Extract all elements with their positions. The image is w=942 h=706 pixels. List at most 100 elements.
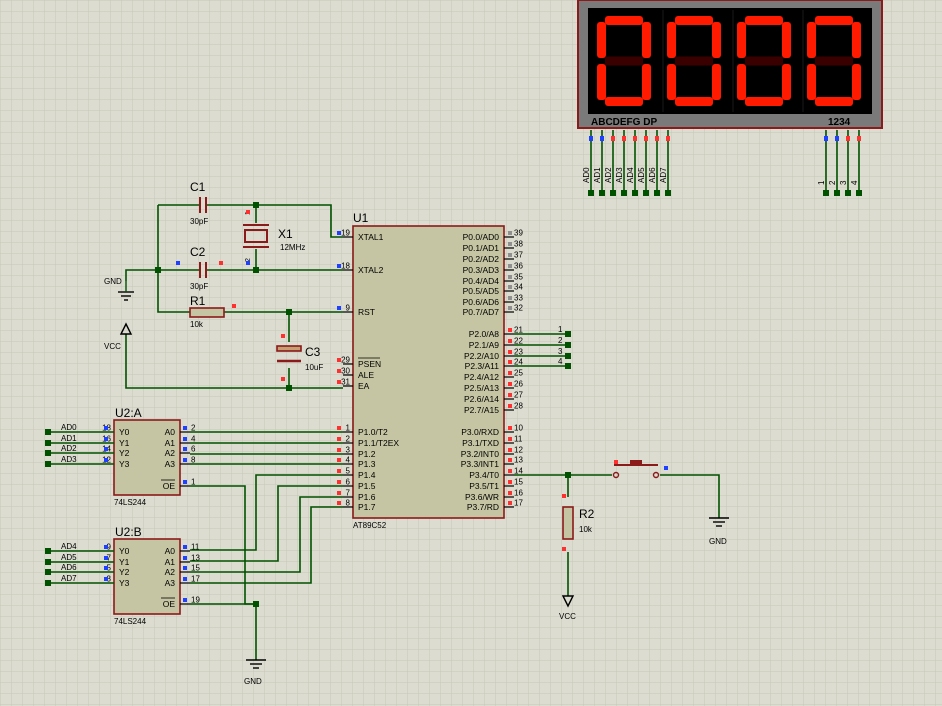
- buffer-pin-number: 6: [191, 445, 196, 454]
- wire-c1-xtal1: [207, 204, 343, 238]
- segment-a: [675, 16, 713, 25]
- ground-symbol-right: [709, 517, 729, 527]
- u1-pin-name: RST: [358, 307, 375, 317]
- buffer-pin-number: 17: [191, 575, 200, 584]
- c3-value: 10uF: [305, 363, 323, 372]
- buffer-pin-name: OE: [163, 481, 176, 491]
- push-button[interactable]: [612, 460, 660, 479]
- junction-p34: [565, 472, 571, 478]
- u1-pin-number: 11: [514, 435, 523, 444]
- junction-oe: [253, 601, 259, 607]
- buffer-pin-number: 7: [107, 554, 112, 563]
- buffer-pin-name: OE: [163, 599, 176, 609]
- u1-pin-name: P1.5: [358, 481, 376, 491]
- u1-pin-name: P0.4/AD4: [463, 276, 500, 286]
- buffer-net-label: AD7: [61, 574, 77, 583]
- u1-pin-name: ALE: [358, 370, 374, 380]
- u1-pin-name: P2.2/A10: [464, 351, 499, 361]
- segment-e: [737, 64, 746, 100]
- display-dig-pin-label: 2: [828, 180, 837, 185]
- u1-pin-number: 39: [514, 229, 523, 238]
- u1-pin-number: 26: [514, 380, 523, 389]
- u1-pin-number: 9: [346, 304, 351, 313]
- u1-pin-number: 31: [341, 378, 350, 387]
- u1-pin-name: P0.7/AD7: [463, 307, 500, 317]
- segment-a: [605, 16, 643, 25]
- buffer-pin-name: A2: [165, 567, 176, 577]
- segment-g: [815, 56, 853, 66]
- u2b-ref: U2:B: [115, 525, 142, 539]
- segment-c: [642, 64, 651, 100]
- buffer-pin-number: 19: [191, 596, 200, 605]
- segment-f: [597, 22, 606, 58]
- u1-pin-name: P2.3/A11: [465, 361, 500, 371]
- buffer-pin-name: Y2: [119, 448, 130, 458]
- u1-pin-name: P2.4/A12: [464, 372, 499, 382]
- r1-value: 10k: [190, 320, 204, 329]
- oscillator-circuit: [125, 204, 343, 389]
- u1-pin-number: 10: [514, 424, 523, 433]
- crystal-x1[interactable]: X1 12MHz 1 2: [243, 211, 305, 262]
- u1-pin-number: 22: [514, 337, 523, 346]
- segment-c: [712, 64, 721, 100]
- c2-value: 30pF: [190, 282, 208, 291]
- u1-pin-name: P2.0/A8: [469, 329, 500, 339]
- u1-pin-name: P2.5/A13: [464, 383, 499, 393]
- buffer-pin-number: 8: [191, 456, 196, 465]
- segment-label: ABCDEFG DP: [591, 117, 657, 128]
- capacitor-c1[interactable]: C1 30pF: [190, 180, 208, 226]
- u1-pin-name: P0.5/AD5: [463, 286, 500, 296]
- u1-pin-name: P3.3/INT1: [461, 459, 500, 469]
- ground-symbol-bottom: [246, 659, 266, 669]
- u1-pin-number: 21: [514, 326, 523, 335]
- u1-pin-number: 14: [514, 467, 523, 476]
- p2-net-label: 3: [558, 347, 563, 356]
- display-dig-pin-label: 3: [839, 180, 848, 185]
- p2-net-label: 2: [558, 336, 563, 345]
- p2-net-wires: 1234: [514, 325, 571, 369]
- capacitor-c3[interactable]: C3 10uF: [276, 345, 323, 372]
- u1-pin-number: 25: [514, 369, 523, 378]
- buffer-pin-number: 2: [191, 424, 196, 433]
- segment-c: [782, 64, 791, 100]
- resistor-r2[interactable]: R2 10k: [562, 506, 595, 540]
- segment-f: [667, 22, 676, 58]
- r2-value: 10k: [579, 525, 593, 534]
- u1-pin-number: 36: [514, 262, 523, 271]
- u1-pin-number: 7: [346, 489, 351, 498]
- buffer-net-label: AD1: [61, 434, 77, 443]
- buffer-pin-name: A0: [165, 427, 176, 437]
- u1-pin-name: P1.1/T2EX: [358, 438, 399, 448]
- buffer-pin-name: A1: [165, 438, 176, 448]
- p2-net-label: 1: [558, 325, 563, 334]
- segment-g: [605, 56, 643, 66]
- u1-pin-number: 18: [341, 262, 350, 271]
- buffer-u2a[interactable]: U2:A 74LS244 AD018Y0AD116Y1AD214Y2AD312Y…: [45, 406, 196, 507]
- capacitor-c2[interactable]: C2 30pF: [190, 245, 208, 291]
- u1-pin-name: P3.4/T0: [469, 470, 499, 480]
- r1-ref: R1: [190, 294, 206, 308]
- x1-pin2: 2: [245, 258, 252, 262]
- wire-gnd-left: [157, 205, 199, 313]
- vcc-label-left: VCC: [104, 342, 121, 351]
- segment-g: [675, 56, 713, 66]
- junctions: [155, 202, 292, 391]
- x1-value: 12MHz: [280, 243, 305, 252]
- buffer-pin-number: 13: [191, 554, 200, 563]
- segment-e: [807, 64, 816, 100]
- u2b-part: 74LS244: [114, 617, 147, 626]
- segment-b: [712, 22, 721, 58]
- u1-pin-number: 38: [514, 240, 523, 249]
- resistor-r1[interactable]: R1 10k: [189, 294, 225, 329]
- segment-g: [745, 56, 783, 66]
- u1-pin-name: P2.7/A15: [464, 405, 499, 415]
- r2-ref: R2: [579, 507, 595, 521]
- digit-label: 1234: [828, 117, 851, 128]
- c1-ref: C1: [190, 180, 206, 194]
- u1-pin-number: 33: [514, 294, 523, 303]
- u1-pin-name: PSEN: [358, 359, 381, 369]
